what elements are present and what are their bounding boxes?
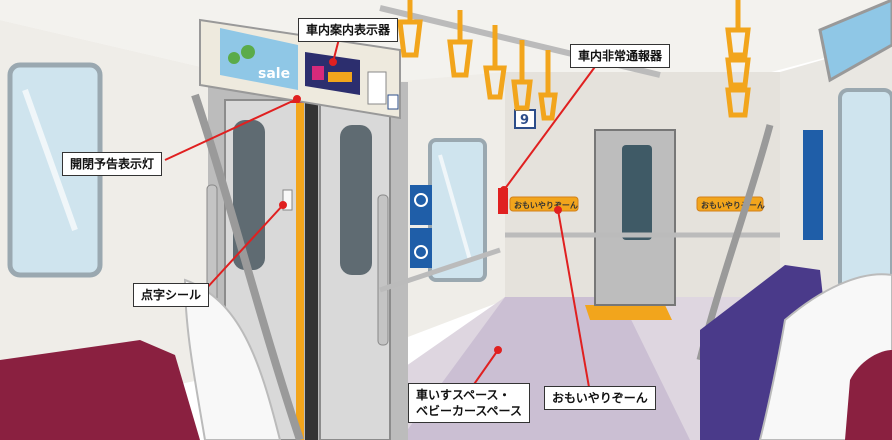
omoiyari-sticker-left-text: おもいやりぞーん [514,200,578,210]
label-wheelchair-space: 車いすスペース・ ベビーカースペース [408,383,530,423]
ad-sale-text: sale [258,66,290,82]
side-wall-handrail [379,247,501,293]
label-wheelchair-line2: ベビーカースペース [416,404,522,418]
label-wheelchair-line1: 車いすスペース・ [416,388,511,402]
end-door-floor-marking [585,305,672,320]
braille-sticker [282,189,293,211]
hanging-straps [397,0,751,121]
door-grab-bar-right [377,194,389,346]
right-side-sign [803,130,823,240]
label-door-light: 開閉予告表示灯 [62,152,163,176]
stroller-sign [410,228,432,268]
left-stanchion [191,93,304,440]
label-braille: 点字シール [133,283,210,307]
right-overhead-ad [818,0,892,83]
door-edge-yellow [296,100,304,440]
end-door-window [622,145,652,240]
door-number-plate [387,94,399,110]
right-window [838,88,892,292]
label-omoiyari: おもいやりぞーん [544,386,656,410]
label-emergency: 車内非常通報器 [570,44,671,68]
omoiyari-sticker-right-text: おもいやりぞーん [701,200,765,210]
right-seat [845,350,892,440]
label-display: 車内案内表示器 [298,18,399,42]
door-gap [305,100,318,440]
left-seat [0,340,200,440]
side-door-right-window [340,125,372,275]
car-number: 9 [520,113,529,128]
emergency-intercom [498,188,508,214]
ad-panel [220,28,298,90]
